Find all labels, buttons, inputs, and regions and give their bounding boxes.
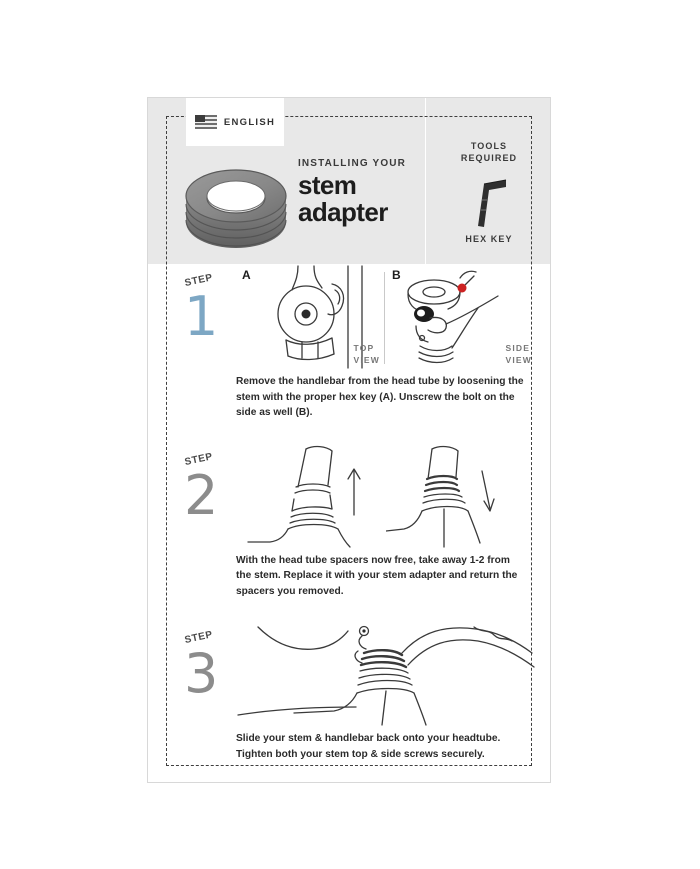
bolt-marker-dot — [457, 283, 467, 293]
side-view-line-1: SIDE — [505, 343, 531, 354]
header-divider — [425, 98, 426, 264]
title-kicker: INSTALLING YOUR — [298, 158, 406, 169]
step-2-panel-2 — [386, 443, 536, 551]
step-1-panel-a-view-label: TOP VIEW — [353, 343, 380, 366]
step-3: STEP 3 — [148, 621, 550, 762]
step-2-spacer — [148, 599, 550, 621]
step-1-illustrations: STEP 1 A — [148, 264, 550, 372]
step-1-badge: STEP 1 — [180, 272, 236, 360]
top-view-line-2: VIEW — [353, 354, 380, 365]
step-2: STEP 2 — [148, 443, 550, 622]
hex-key-icon — [478, 179, 507, 227]
step-1-panel-a: A — [236, 264, 384, 372]
title-block: INSTALLING YOUR stem adapter — [298, 158, 424, 225]
step-1-spacer — [148, 421, 550, 443]
step-3-text: Slide your stem & handlebar back onto yo… — [236, 733, 501, 760]
language-label: ENGLISH — [223, 116, 276, 128]
title-line-2: adapter — [298, 196, 388, 227]
stem-top-view-icon — [277, 265, 363, 369]
step-3-panel — [236, 621, 536, 729]
header-left-section: ENGLISH — [148, 98, 425, 264]
side-view-line-2: VIEW — [505, 354, 532, 365]
step-3-number: 3 — [184, 642, 219, 705]
card-header: ENGLISH — [148, 98, 550, 264]
step-1-panel-b-view-label: SIDE VIEW — [505, 343, 532, 366]
step-2-panel-1 — [236, 443, 384, 551]
stem-side-view-icon — [407, 270, 499, 364]
spacer-replace-down-arrow-icon — [386, 445, 495, 548]
step-1: STEP 1 A — [148, 264, 550, 443]
step-3-badge: STEP 3 — [180, 629, 236, 717]
spacer-remove-up-arrow-icon — [247, 445, 361, 548]
instruction-card: ENGLISH — [147, 97, 551, 783]
step-1-panel-divider — [384, 272, 385, 364]
steps-container: STEP 1 A — [148, 264, 550, 762]
us-flag-icon — [194, 115, 217, 129]
step-1-number: 1 — [184, 285, 219, 348]
step-2-badge: STEP 2 — [180, 451, 236, 539]
tools-caption: HEX KEY — [465, 234, 513, 244]
top-view-line-1: TOP — [353, 343, 375, 354]
stem-adapter-ring-icon — [185, 169, 287, 248]
step-3-illustrations: STEP 3 — [148, 621, 550, 729]
step-2-text: With the head tube spacers now free, tak… — [236, 554, 518, 597]
title-line-1: stem — [298, 170, 357, 200]
step-1-panel-b-letter: B — [392, 268, 401, 282]
step-2-illustrations: STEP 2 — [148, 443, 550, 551]
tools-heading-line-2: REQUIRED — [460, 153, 518, 164]
tools-heading-line-1: TOOLS — [470, 141, 508, 151]
tools-required-heading: TOOLS REQUIRED — [426, 140, 552, 164]
language-chip[interactable]: ENGLISH — [186, 98, 284, 146]
step-1-panel-a-letter: A — [242, 268, 251, 282]
step-1-panel-b: B — [386, 264, 536, 372]
tools-required-section: TOOLS REQUIRED HEX KEY — [426, 98, 552, 264]
step-2-number: 2 — [184, 463, 219, 527]
handlebar-reinstall-icon — [237, 625, 535, 726]
step-1-text: Remove the handlebar from the head tube … — [236, 376, 524, 418]
